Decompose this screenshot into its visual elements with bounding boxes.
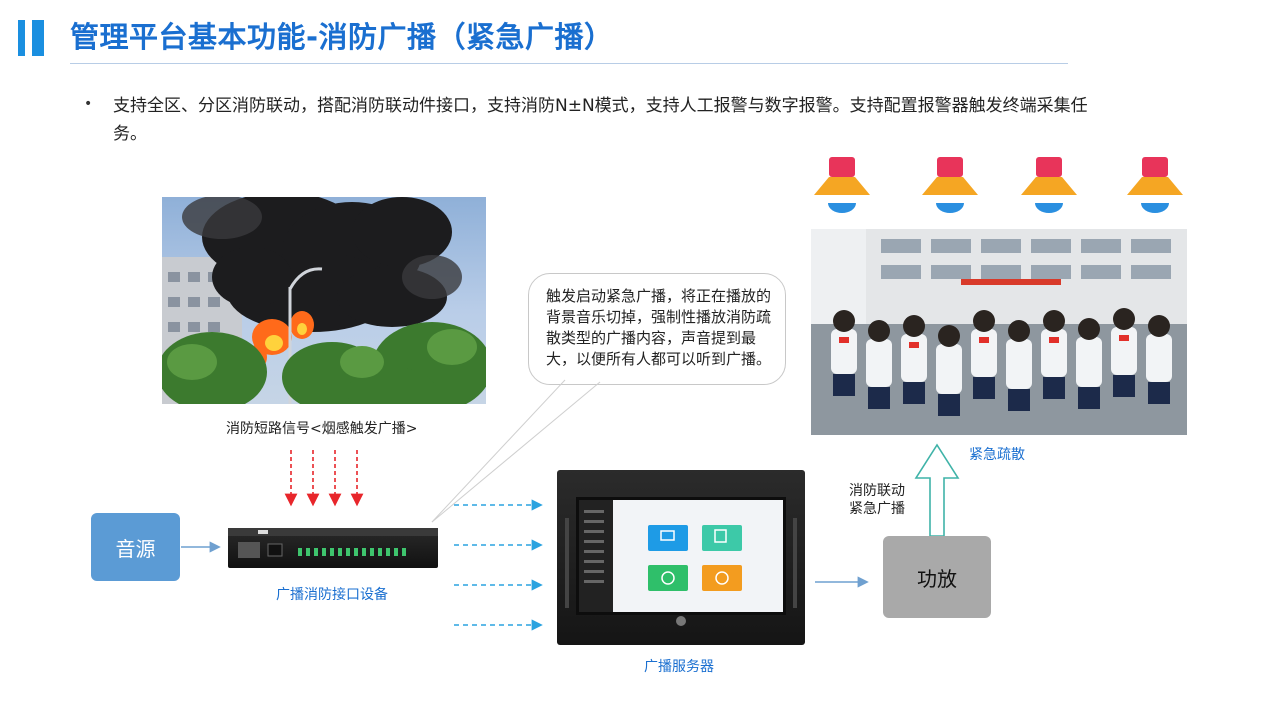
chart-icon [702,565,742,591]
monitor-icon [648,525,688,551]
alarm-light-icon [922,157,978,213]
fire-photo [162,197,486,404]
monitor-glyph [660,530,675,541]
alarm-light-icon [814,157,870,213]
linkage-label-line2: 紧急广播 [849,501,905,517]
evacuation-photo [811,229,1187,435]
fire-signal-caption: 消防短路信号<烟感触发广播> [226,421,418,437]
evacuation-caption: 紧急疏散 [969,447,1025,463]
bullet-text: 支持全区、分区消防联动，搭配消防联动件接口，支持消防N±N模式，支持人工报警与数… [113,96,1088,144]
callout-pointer-line [431,381,601,523]
server-rack-handle [793,518,797,608]
title-accent-bar [18,20,25,56]
server-power-knob [676,616,686,626]
interface-device-panel [228,528,438,558]
callout-pointer-line [431,379,566,523]
server-rack-handle [565,518,569,608]
linkage-label-line1: 消防联动 [849,483,905,499]
chart-glyph [715,571,729,585]
fire-photo-illustration [162,197,486,404]
fire-interface-device [228,528,438,568]
server-screen-sidebar [579,500,613,612]
page-title: 管理平台基本功能-消防广播（紧急广播） [70,20,614,54]
title-accent-bar-2 [32,20,44,56]
evacuation-photo-illustration [811,229,1187,435]
clock-icon [648,565,688,591]
up-arrow [914,443,960,537]
callout-text: 触发启动紧急广播，将正在播放的背景音乐切掉，强制性播放消防疏散类型的广播内容，声… [546,287,772,368]
audio-source-box: 音源 [91,513,180,581]
copy-glyph [714,529,727,543]
bullet-marker: • [84,96,93,112]
amplifier-box: 功放 [883,536,991,618]
server-caption: 广播服务器 [644,659,714,675]
interface-device-caption: 广播消防接口设备 [276,587,388,603]
alarm-light-icon [1127,157,1183,213]
alarm-light-icon [1021,157,1077,213]
clock-glyph [661,571,675,585]
callout-bubble [528,273,786,385]
title-divider [70,63,1068,64]
